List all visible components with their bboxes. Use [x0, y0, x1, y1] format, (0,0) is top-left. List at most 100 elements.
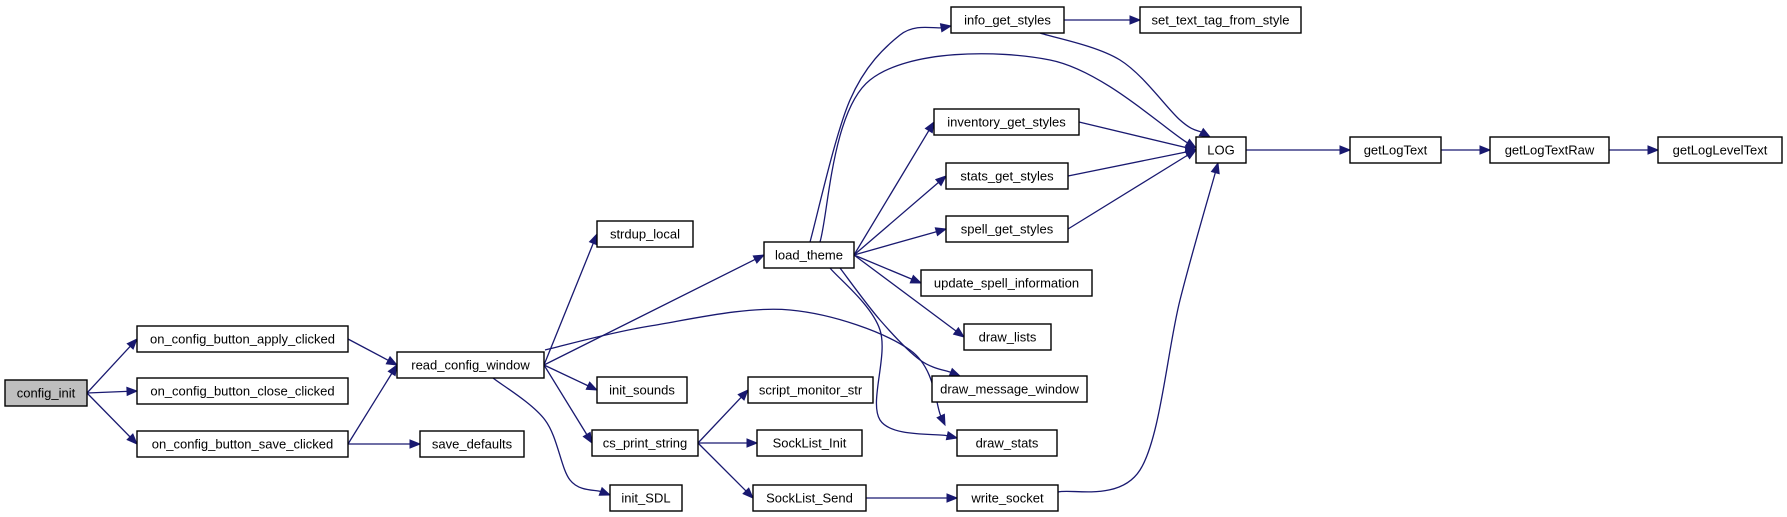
node-label: info_get_styles — [964, 13, 1051, 28]
edge-line — [853, 182, 939, 256]
arrowhead-icon — [1339, 145, 1352, 155]
node-close[interactable]: on_config_button_close_clicked — [136, 377, 349, 405]
arrowhead-icon — [1129, 15, 1142, 25]
node-label: init_SDL — [621, 491, 670, 506]
node-draw_message_window[interactable]: draw_message_window — [931, 375, 1088, 403]
node-cs_print_string[interactable]: cs_print_string — [591, 429, 699, 457]
edge-line — [809, 26, 942, 243]
node-info_get_styles[interactable]: info_get_styles — [950, 6, 1065, 34]
node-box — [747, 376, 874, 404]
node-stats_get_styles[interactable]: stats_get_styles — [945, 162, 1069, 190]
edge-config_init-to-close — [86, 386, 139, 397]
node-set_text_tag_from_style[interactable]: set_text_tag_from_style — [1139, 6, 1302, 34]
edge-getLogText-to-getLogTextRaw — [1441, 145, 1492, 155]
edge-line — [86, 392, 131, 438]
node-label: update_spell_information — [934, 276, 1079, 291]
node-update_spell_information[interactable]: update_spell_information — [920, 269, 1093, 297]
node-strdup_local[interactable]: strdup_local — [596, 220, 694, 248]
edge-read-to-init_SDL — [492, 377, 612, 496]
node-box — [136, 430, 349, 458]
node-LOG[interactable]: LOG — [1195, 136, 1247, 164]
edge-save-to-read — [347, 363, 398, 445]
node-box — [752, 484, 867, 512]
edge-load_theme-to-LOG — [819, 53, 1198, 243]
node-box — [596, 376, 688, 404]
arrowhead-icon — [1210, 161, 1220, 175]
edge-SockList_Send-to-write_socket — [866, 493, 959, 503]
arrowhead-icon — [588, 232, 598, 246]
arrowhead-icon — [409, 439, 422, 449]
node-box — [591, 429, 699, 457]
edge-line — [86, 345, 131, 394]
node-draw_lists[interactable]: draw_lists — [963, 323, 1052, 351]
node-box — [396, 351, 545, 379]
edge-load_theme-to-stats_get_styles — [853, 175, 948, 256]
edge-cs_print_string-to-SockList_Init — [698, 438, 759, 448]
node-spell_get_styles[interactable]: spell_get_styles — [945, 215, 1069, 243]
node-label: SockList_Init — [773, 436, 847, 451]
node-label: draw_lists — [979, 330, 1037, 345]
edge-line — [347, 373, 393, 445]
edge-line — [697, 442, 747, 492]
edge-load_theme-to-update_spell_information — [853, 254, 923, 284]
edge-line — [492, 377, 601, 493]
node-getLogTextRaw[interactable]: getLogTextRaw — [1489, 136, 1610, 164]
arrowhead-icon — [387, 363, 398, 377]
arrowhead-icon — [1184, 149, 1198, 160]
node-box — [956, 429, 1058, 457]
node-apply[interactable]: on_config_button_apply_clicked — [136, 325, 349, 353]
node-getLogText[interactable]: getLogText — [1349, 136, 1442, 164]
edge-read-to-strdup_local — [543, 232, 598, 366]
arrowhead-icon — [582, 431, 593, 445]
edge-line — [853, 254, 913, 280]
node-SockList_Init[interactable]: SockList_Init — [756, 429, 863, 457]
node-script_monitor_str[interactable]: script_monitor_str — [747, 376, 874, 404]
node-box — [1657, 136, 1783, 164]
node-box — [1489, 136, 1610, 164]
node-box — [1195, 136, 1247, 164]
node-label: stats_get_styles — [960, 169, 1054, 184]
node-box — [920, 269, 1093, 297]
node-label: set_text_tag_from_style — [1151, 13, 1289, 28]
node-label: config_init — [17, 386, 76, 401]
node-SockList_Send[interactable]: SockList_Send — [752, 484, 867, 512]
edge-load_theme-to-spell_get_styles — [853, 227, 948, 256]
node-getLogLevelText[interactable]: getLogLevelText — [1657, 136, 1783, 164]
node-box — [963, 323, 1052, 351]
edge-line — [543, 364, 588, 435]
arrowhead-icon — [952, 326, 966, 338]
arrowhead-icon — [945, 430, 959, 441]
node-box — [136, 377, 349, 405]
edge-cs_print_string-to-script_monitor_str — [697, 389, 749, 444]
node-save_defaults[interactable]: save_defaults — [419, 430, 525, 458]
node-save[interactable]: on_config_button_save_clicked — [136, 430, 349, 458]
node-init_sounds[interactable]: init_sounds — [596, 376, 688, 404]
arrowhead-icon — [909, 274, 923, 284]
arrowhead-icon — [126, 433, 138, 445]
edge-write_socket-to-LOG — [1057, 161, 1220, 493]
node-inventory_get_styles[interactable]: inventory_get_styles — [933, 108, 1080, 136]
arrowhead-icon — [1647, 145, 1660, 155]
node-read[interactable]: read_config_window — [396, 351, 545, 379]
arrowhead-icon — [385, 355, 399, 366]
node-write_socket[interactable]: write_socket — [956, 484, 1059, 512]
node-draw_stats[interactable]: draw_stats — [956, 429, 1058, 457]
node-label: on_config_button_close_clicked — [150, 384, 334, 399]
node-config_init[interactable]: config_init — [4, 379, 88, 407]
edge-line — [839, 267, 951, 373]
node-label: script_monitor_str — [759, 383, 863, 398]
arrowhead-icon — [585, 381, 599, 391]
node-load_theme[interactable]: load_theme — [763, 241, 855, 269]
edge-load_theme-to-info_get_styles — [809, 23, 953, 243]
edge-line — [853, 231, 937, 256]
arrowhead-icon — [1198, 127, 1212, 138]
edge-spell_get_styles-to-LOG — [1067, 149, 1198, 230]
node-box — [945, 215, 1069, 243]
edge-cs_print_string-to-SockList_Send — [697, 442, 754, 499]
edge-line — [829, 267, 948, 437]
arrowhead-icon — [936, 413, 946, 427]
edge-config_init-to-apply — [86, 338, 138, 394]
node-init_SDL[interactable]: init_SDL — [609, 484, 683, 512]
node-label: draw_stats — [976, 436, 1039, 451]
